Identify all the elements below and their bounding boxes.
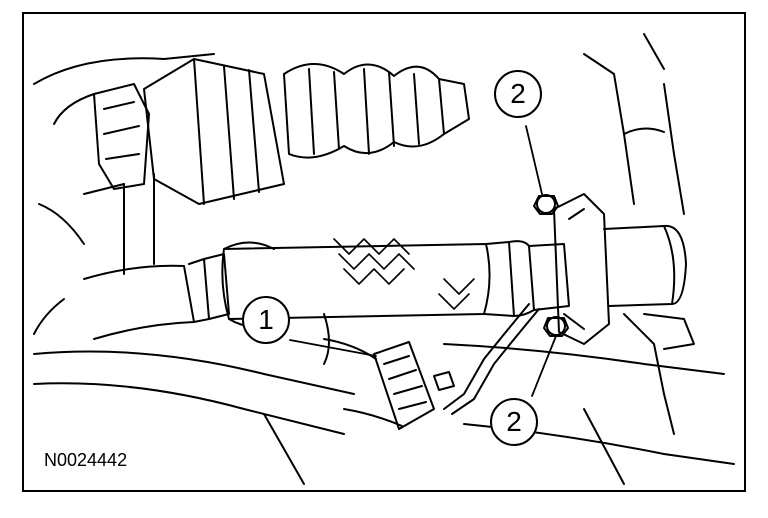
lower-frame xyxy=(33,313,735,485)
heat-shield-hatching xyxy=(333,238,475,310)
exhaust-assembly-drawing xyxy=(33,33,735,485)
cv-joint-boot xyxy=(93,58,470,205)
callout-2-lower: 2 xyxy=(490,398,538,446)
leader-lines xyxy=(289,125,557,397)
diagram-frame: 1 2 2 N0024442 xyxy=(22,12,746,492)
figure-id: N0024442 xyxy=(44,450,128,470)
exhaust-flange xyxy=(533,193,687,345)
catalytic-converter xyxy=(33,240,570,340)
callout-1: 1 xyxy=(242,296,290,344)
oxygen-sensor-harness xyxy=(323,303,540,430)
background-structure xyxy=(33,33,685,275)
callout-2-upper: 2 xyxy=(494,70,542,118)
